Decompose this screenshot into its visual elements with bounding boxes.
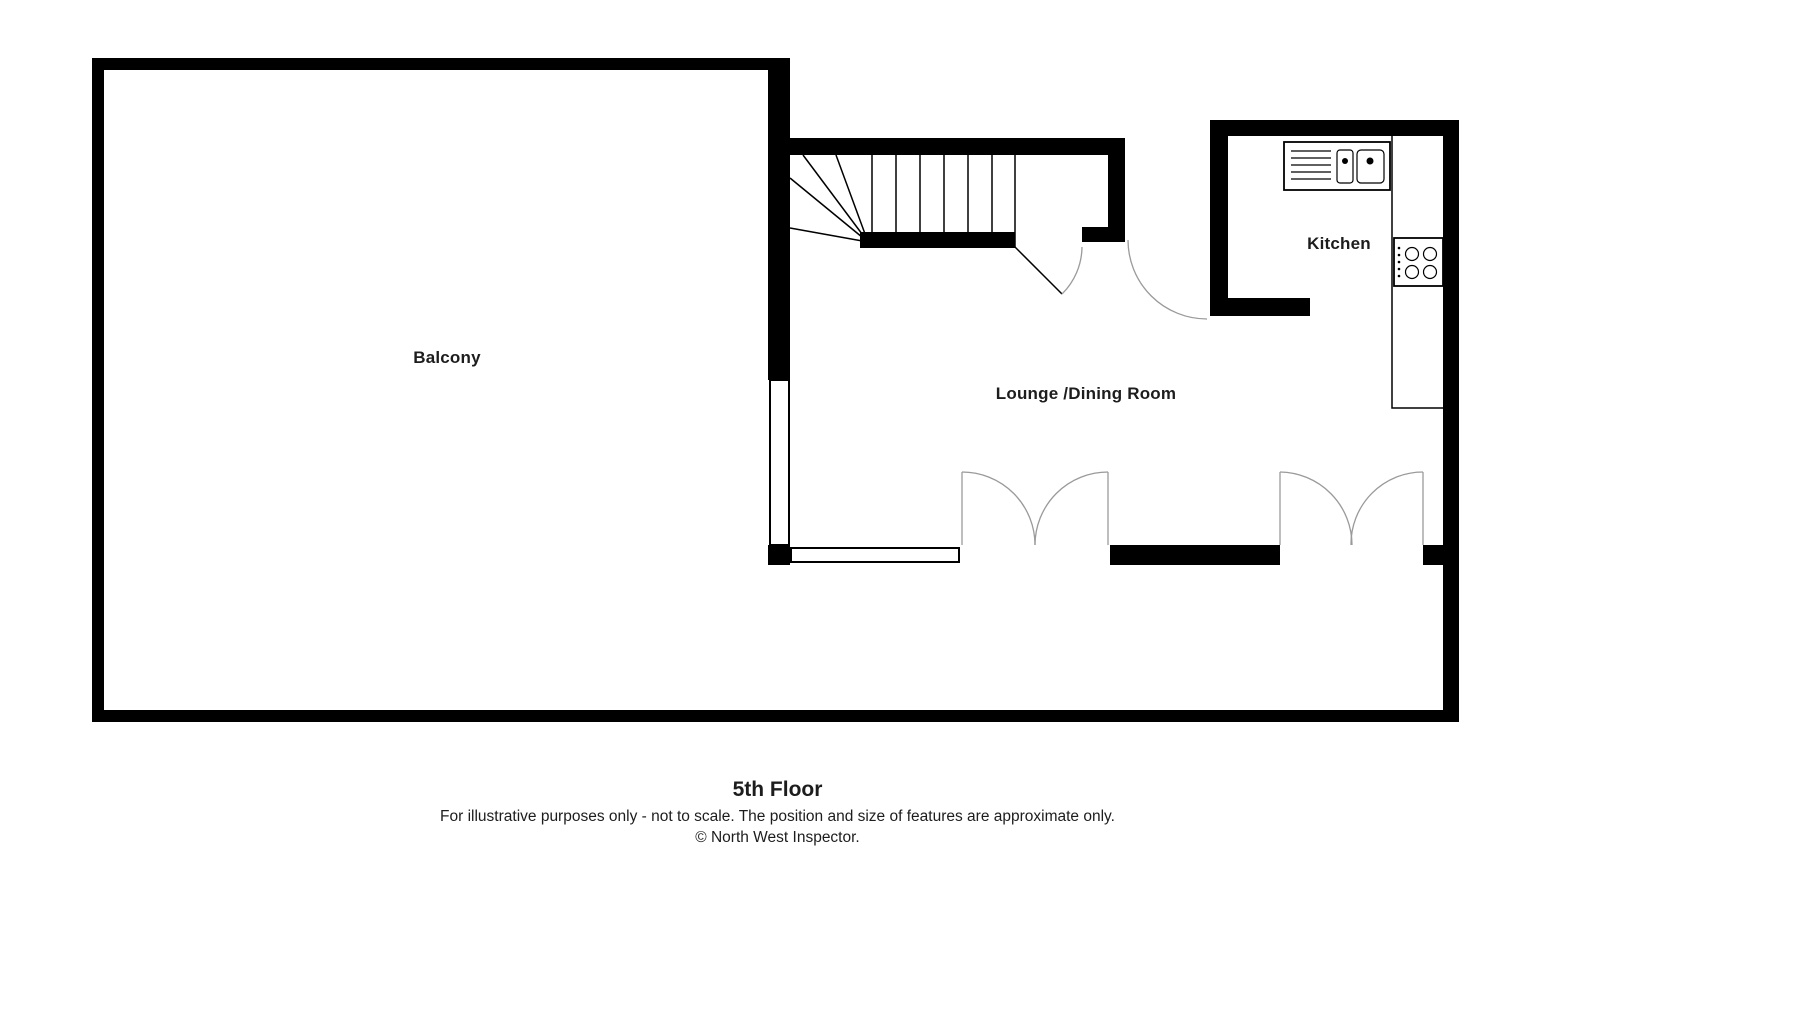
kitchen-walls [1210, 120, 1459, 722]
lounge-south-wall [790, 545, 1459, 565]
balcony-label: Balcony [413, 348, 481, 367]
balcony-window [769, 379, 790, 546]
hall-wall [1082, 138, 1125, 242]
french-doors-left [961, 471, 1109, 546]
lounge-dining-label: Lounge /Dining Room [995, 384, 1177, 403]
divider-wall [768, 58, 790, 565]
kitchen-counter [1391, 136, 1443, 409]
balcony-walls [92, 58, 1459, 722]
disclaimer-text: For illustrative purposes only - not to … [440, 808, 1115, 825]
floor-title: 5th Floor [732, 778, 823, 801]
copyright-text: © North West Inspector. [695, 829, 860, 846]
entry-door [1127, 239, 1208, 320]
floorplan-footer: 5th Floor For illustrative purposes only… [95, 778, 1460, 848]
south-window [790, 547, 960, 563]
kitchen-label: Kitchen [1307, 234, 1371, 253]
cooker-hob [1393, 237, 1444, 287]
staircase [785, 138, 1125, 248]
kitchen-sink [1283, 141, 1391, 191]
french-doors-right [1279, 471, 1424, 546]
stair-door [1014, 246, 1083, 295]
